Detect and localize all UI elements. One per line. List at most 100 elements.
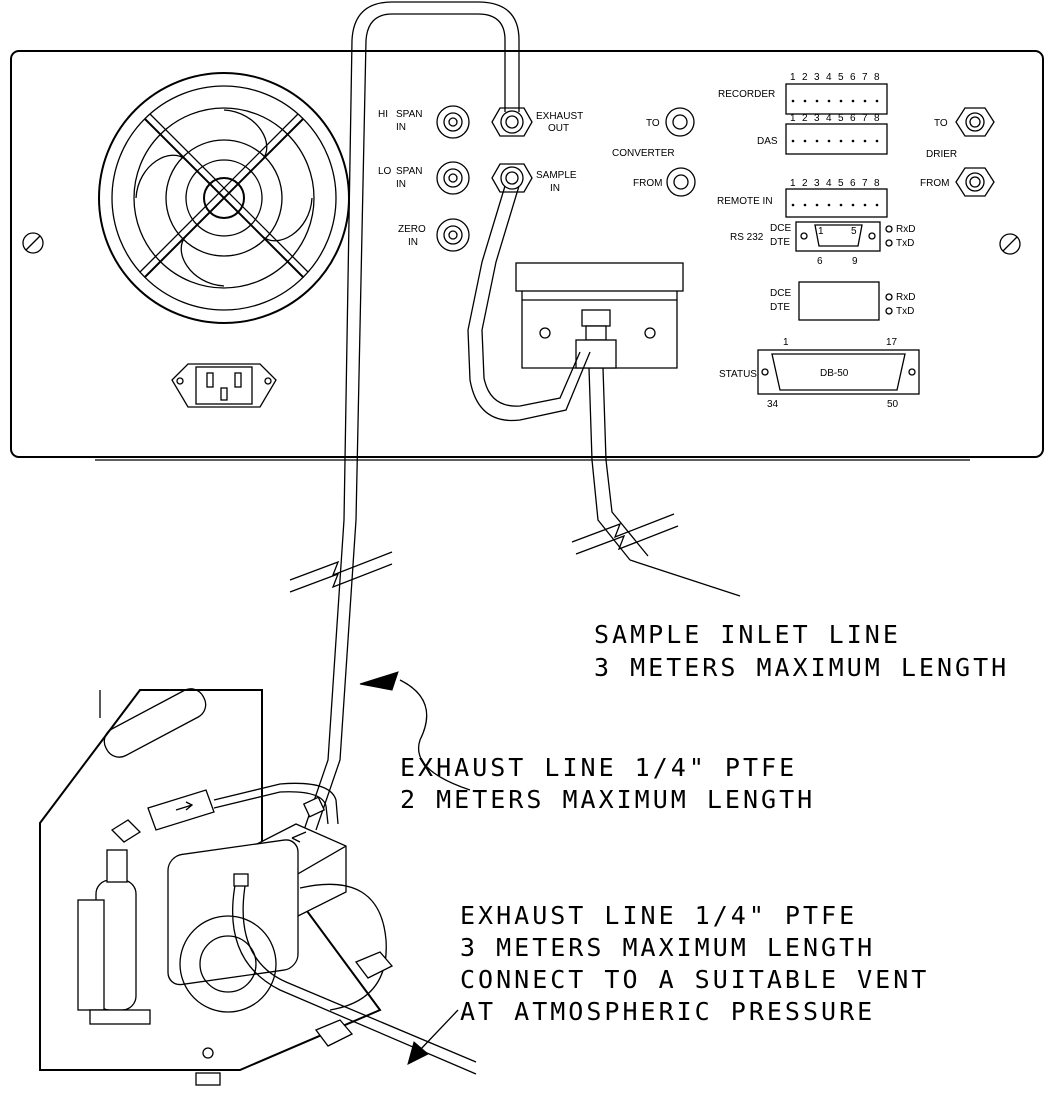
terminal-dot bbox=[839, 139, 843, 143]
svg-text:4: 4 bbox=[826, 72, 832, 83]
terminal-dots bbox=[791, 99, 879, 207]
svg-text:6: 6 bbox=[850, 113, 856, 124]
das-label: DAS bbox=[757, 136, 778, 147]
converter-label: CONVERTER bbox=[612, 148, 675, 159]
svg-text:1: 1 bbox=[790, 178, 796, 189]
rs232-pin-1: 1 bbox=[818, 226, 824, 237]
terminal-dot bbox=[791, 203, 795, 207]
svg-text:3: 3 bbox=[814, 113, 820, 124]
svg-text:7: 7 bbox=[862, 113, 868, 124]
svg-text:2: 2 bbox=[802, 113, 808, 124]
svg-text:3: 3 bbox=[814, 178, 820, 189]
terminal-dot bbox=[851, 139, 855, 143]
break-mark bbox=[289, 513, 679, 593]
lo-span-label-1: LO bbox=[378, 166, 392, 177]
terminal-dot bbox=[827, 139, 831, 143]
note-exhaust-3m-4: AT ATMOSPHERIC PRESSURE bbox=[460, 997, 875, 1026]
terminal-dot bbox=[803, 139, 807, 143]
to-drier-label: TO bbox=[934, 118, 948, 129]
terminal-dot bbox=[851, 203, 855, 207]
sample-in-label-2: IN bbox=[550, 183, 560, 194]
com2-rxd: RxD bbox=[896, 292, 915, 303]
pump-icon bbox=[39, 688, 477, 1086]
rs232-rxd: RxD bbox=[896, 224, 915, 235]
fitting-icon bbox=[436, 105, 470, 139]
hi-span-label-2: SPAN bbox=[396, 109, 423, 120]
terminal-dot bbox=[815, 139, 819, 143]
terminal-dot bbox=[863, 139, 867, 143]
from-converter-label: FROM bbox=[633, 178, 662, 189]
status-pin-17: 17 bbox=[886, 337, 898, 348]
to-converter-label: TO bbox=[646, 118, 660, 129]
note-exhaust-2m-2: 2 METERS MAXIMUM LENGTH bbox=[400, 785, 815, 814]
fitting-icon bbox=[955, 167, 995, 197]
terminal-dot bbox=[875, 139, 879, 143]
terminal-dot bbox=[863, 203, 867, 207]
svg-text:2: 2 bbox=[802, 72, 808, 83]
sample-in-label-1: SAMPLE bbox=[536, 170, 577, 181]
terminal-dot bbox=[875, 99, 879, 103]
status-pin-50: 50 bbox=[887, 399, 899, 410]
svg-text:6: 6 bbox=[850, 178, 856, 189]
arrow-icon bbox=[359, 671, 471, 791]
exhaust-out-label-1: EXHAUST bbox=[536, 111, 583, 122]
arrow-icon bbox=[407, 1009, 459, 1065]
hi-span-label-1: HI bbox=[378, 109, 388, 120]
rs232-txd: TxD bbox=[896, 238, 914, 249]
fitting-icon bbox=[955, 107, 995, 137]
remote-pins: 1 2 3 4 5 6 7 8 bbox=[790, 178, 880, 189]
terminal-dot bbox=[827, 203, 831, 207]
terminal-dot bbox=[803, 99, 807, 103]
screw-icon bbox=[22, 232, 44, 254]
note-exhaust-3m-2: 3 METERS MAXIMUM LENGTH bbox=[460, 933, 875, 962]
note-exhaust-3m-1: EXHAUST LINE 1/4" PTFE bbox=[460, 901, 857, 930]
svg-text:5: 5 bbox=[838, 113, 844, 124]
fitting-icon bbox=[666, 167, 696, 197]
svg-text:8: 8 bbox=[874, 72, 880, 83]
svg-text:8: 8 bbox=[874, 113, 880, 124]
fan-icon bbox=[98, 72, 350, 324]
terminal-dot bbox=[851, 99, 855, 103]
recorder-label: RECORDER bbox=[718, 89, 775, 100]
rear-panel: HI SPAN IN LO SPAN IN ZERO IN bbox=[10, 50, 1044, 461]
svg-text:7: 7 bbox=[862, 72, 868, 83]
terminal-dot bbox=[839, 99, 843, 103]
rs232-pin-6: 6 bbox=[817, 256, 823, 267]
rs232-dce-label: DCE bbox=[770, 223, 791, 234]
rs232-dte-label: DTE bbox=[770, 237, 790, 248]
com2-dce-label: DCE bbox=[770, 288, 791, 299]
status-connector: DB-50 bbox=[820, 368, 849, 379]
lo-span-label-2: SPAN bbox=[396, 166, 423, 177]
terminal-dot bbox=[815, 203, 819, 207]
exhaust-out-label-2: OUT bbox=[548, 123, 569, 134]
terminal-dot bbox=[791, 139, 795, 143]
fitting-icon bbox=[436, 161, 470, 195]
svg-text:7: 7 bbox=[862, 178, 868, 189]
svg-text:1: 1 bbox=[790, 72, 796, 83]
note-exhaust-3m-3: CONNECT TO A SUITABLE VENT bbox=[460, 965, 929, 994]
hi-span-label-3: IN bbox=[396, 122, 406, 133]
com2-dte-label: DTE bbox=[770, 302, 790, 313]
recorder-pins: 1 2 3 4 5 6 7 8 bbox=[790, 72, 880, 83]
status-label: STATUS bbox=[719, 369, 757, 380]
note-sample-inlet-2: 3 METERS MAXIMUM LENGTH bbox=[594, 653, 1009, 682]
status-pin-1: 1 bbox=[783, 337, 789, 348]
lo-span-label-3: IN bbox=[396, 179, 406, 190]
svg-text:5: 5 bbox=[838, 72, 844, 83]
sample-tube bbox=[467, 185, 649, 561]
svg-text:1: 1 bbox=[790, 113, 796, 124]
terminal-dot bbox=[875, 203, 879, 207]
terminal-dot bbox=[863, 99, 867, 103]
svg-text:5: 5 bbox=[838, 178, 844, 189]
zero-label-2: IN bbox=[408, 237, 418, 248]
terminal-dot bbox=[815, 99, 819, 103]
fitting-icon bbox=[491, 163, 533, 193]
svg-text:6: 6 bbox=[850, 72, 856, 83]
screw-icon bbox=[999, 233, 1021, 255]
terminal-dot bbox=[791, 99, 795, 103]
com2-txd: TxD bbox=[896, 306, 914, 317]
terminal-dot bbox=[803, 203, 807, 207]
rs232-label: RS 232 bbox=[730, 232, 764, 243]
note-exhaust-2m-1: EXHAUST LINE 1/4" PTFE bbox=[400, 753, 797, 782]
